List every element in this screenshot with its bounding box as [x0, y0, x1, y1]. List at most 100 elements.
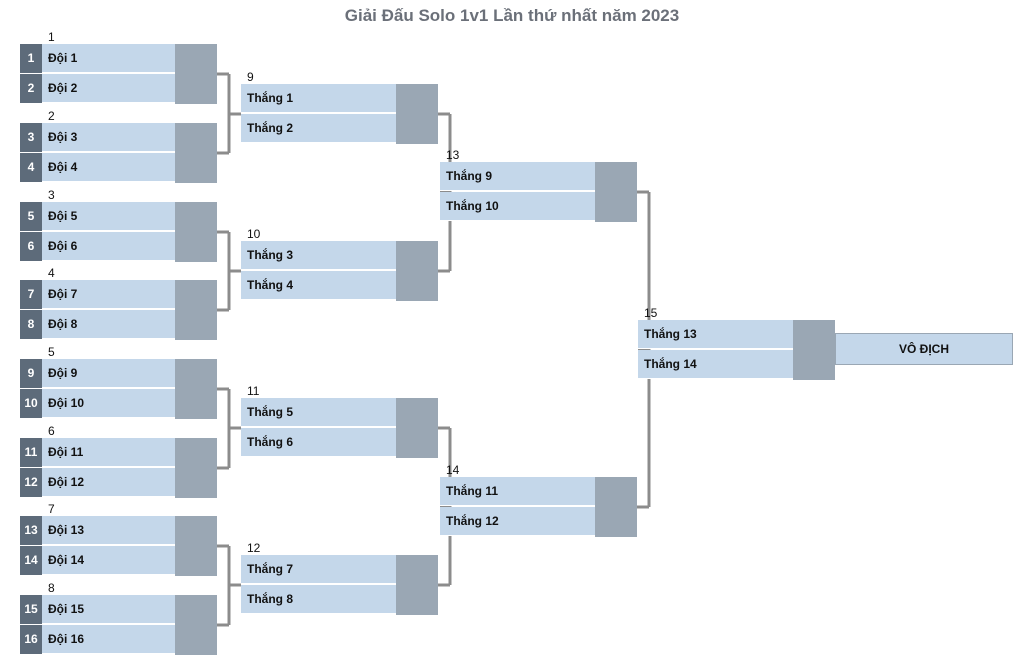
team-name: Thắng 1: [247, 91, 294, 105]
team-slot[interactable]: 6 Đội 6: [20, 231, 175, 261]
team-slot[interactable]: Thắng 6: [241, 428, 396, 457]
score-box: [175, 516, 217, 576]
team-slot[interactable]: Thắng 2: [241, 114, 396, 143]
team-name: Đội 7: [48, 287, 78, 301]
seed-number: 7: [20, 279, 42, 309]
team-slot[interactable]: 13 Đội 13: [20, 515, 175, 545]
team-name: Đội 12: [48, 475, 85, 489]
team-slot[interactable]: Thắng 7: [241, 555, 396, 584]
team-name: Đội 4: [48, 160, 78, 174]
score-box: [595, 477, 637, 537]
seed-number: 8: [20, 309, 42, 339]
seed-number: 3: [20, 122, 42, 152]
score-box: [396, 398, 438, 458]
seed-number: 1: [20, 43, 42, 73]
score-box: [396, 555, 438, 615]
team-slot[interactable]: 4 Đội 4: [20, 152, 175, 182]
seed-number: 6: [20, 231, 42, 261]
team-name: Đội 15: [48, 602, 85, 616]
team-name: Đội 11: [48, 445, 84, 459]
team-slot[interactable]: Thắng 11: [440, 477, 595, 506]
score-box: [175, 438, 217, 498]
team-name: Đội 10: [48, 396, 85, 410]
seed-number: 16: [20, 624, 42, 654]
match-number: 8: [48, 581, 55, 595]
match-number: 10: [247, 227, 261, 241]
team-slot[interactable]: Thắng 1: [241, 84, 396, 113]
team-name: Thắng 10: [446, 199, 499, 213]
match-number: 4: [48, 266, 55, 280]
team-name: Thắng 11: [446, 484, 499, 498]
team-name: Thắng 9: [446, 169, 493, 183]
team-name: Đội 9: [48, 366, 78, 380]
team-slot[interactable]: Thắng 5: [241, 398, 396, 427]
score-box: [175, 44, 217, 104]
team-name: Đội 5: [48, 209, 78, 223]
score-box: [175, 595, 217, 655]
team-name: Đội 1: [48, 51, 78, 65]
score-box: [595, 162, 637, 222]
match-number: 15: [644, 306, 658, 320]
seed-number: 11: [20, 437, 42, 467]
score-box: [175, 359, 217, 419]
team-slot[interactable]: 3 Đội 3: [20, 122, 175, 152]
match-number: 14: [446, 463, 460, 477]
team-slot[interactable]: 12 Đội 12: [20, 467, 175, 497]
team-slot[interactable]: Thắng 12: [440, 507, 595, 536]
match-number: 2: [48, 109, 55, 123]
team-slot[interactable]: Thắng 8: [241, 585, 396, 614]
team-slot[interactable]: Thắng 3: [241, 241, 396, 270]
team-name: Thắng 4: [247, 278, 294, 292]
seed-number: 2: [20, 73, 42, 103]
match-number: 13: [446, 148, 460, 162]
team-slot[interactable]: 7 Đội 7: [20, 279, 175, 309]
team-name: Đội 3: [48, 130, 78, 144]
team-name: Đội 16: [48, 632, 85, 646]
match-number: 1: [48, 30, 55, 44]
score-box: [793, 320, 835, 380]
team-slot[interactable]: Thắng 4: [241, 271, 396, 300]
match-number: 3: [48, 188, 55, 202]
team-slot[interactable]: 16 Đội 16: [20, 624, 175, 654]
team-name: Thắng 3: [247, 248, 294, 262]
seed-number: 10: [20, 388, 42, 418]
team-slot[interactable]: 11 Đội 11: [20, 437, 175, 467]
team-name: Thắng 2: [247, 121, 294, 135]
team-name: Đội 2: [48, 81, 78, 95]
team-slot[interactable]: Thắng 10: [440, 192, 595, 221]
team-slot[interactable]: 8 Đội 8: [20, 309, 175, 339]
team-slot[interactable]: Thắng 13: [638, 320, 793, 349]
team-slot[interactable]: 9 Đội 9: [20, 358, 175, 388]
team-name: Đội 8: [48, 317, 78, 331]
team-name: Thắng 14: [644, 357, 697, 371]
team-name: Thắng 7: [247, 562, 294, 576]
team-name: Thắng 5: [247, 405, 294, 419]
team-slot[interactable]: 15 Đội 15: [20, 594, 175, 624]
seed-number: 9: [20, 358, 42, 388]
seed-number: 4: [20, 152, 42, 182]
score-box: [175, 202, 217, 262]
team-slot[interactable]: 2 Đội 2: [20, 73, 175, 103]
champion-box[interactable]: VÔ ĐỊCH: [835, 333, 1013, 365]
team-name: Thắng 8: [247, 592, 294, 606]
team-slot[interactable]: 10 Đội 10: [20, 388, 175, 418]
match-number: 7: [48, 502, 55, 516]
seed-number: 13: [20, 515, 42, 545]
score-box: [396, 84, 438, 144]
seed-number: 15: [20, 594, 42, 624]
score-box: [175, 123, 217, 183]
team-name: Đội 6: [48, 239, 78, 253]
team-slot[interactable]: 1 Đội 1: [20, 43, 175, 73]
team-name: Đội 14: [48, 553, 85, 567]
seed-number: 12: [20, 467, 42, 497]
match-number: 12: [247, 541, 261, 555]
score-box: [175, 280, 217, 340]
team-name: Thắng 12: [446, 514, 499, 528]
team-name: Đội 13: [48, 523, 85, 537]
team-slot[interactable]: Thắng 9: [440, 162, 595, 191]
bracket-title: Giải Đấu Solo 1v1 Lần thứ nhất năm 2023: [344, 6, 680, 25]
match-number: 6: [48, 424, 55, 438]
team-slot[interactable]: Thắng 14: [638, 350, 793, 379]
